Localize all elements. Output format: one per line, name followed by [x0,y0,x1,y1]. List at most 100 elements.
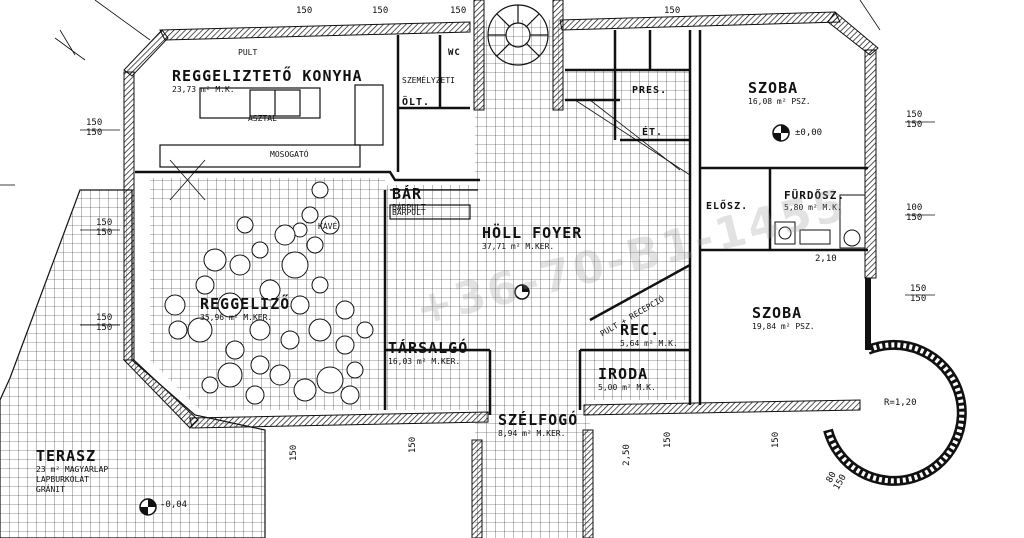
room-1-area: 16,08 m² PSZ. [748,97,811,106]
table-circle [281,251,309,279]
room-kitchen-area: 23,73 m² M.K. [172,85,235,94]
table-circle [236,216,254,234]
dim-bottom-3: 150 [663,432,673,448]
table-circle [306,236,324,254]
note-level: ±0,00 [795,128,823,138]
room-terrace-area: 23 m² MAGYARLAP [36,465,109,474]
room-2: SZOBA 19,84 m² PSZ. [752,305,815,331]
dim-bottom-1: 150 [408,437,418,453]
room-staff-name: SZEMÉLYZETI [402,76,455,85]
dim-bottom-5-value: 150 [289,444,300,462]
dim-left-3-value: 150 [96,313,113,323]
dim-top-3-value: 150 [296,6,313,16]
room-reception: REC. 5,64 m² M.K. [620,322,678,348]
exterior-walls [122,0,879,538]
room-office-area: 5,00 m² M.K. [598,383,656,392]
room-lobby: HÖLL FOYER 37,71 m² M.KER. [482,225,582,251]
table-circle [290,295,310,315]
table-circle [217,362,243,388]
dim-room-width: 2,10 [815,254,837,264]
room-bar-sub: BÁRPULT [392,203,426,212]
dim-top-4: 150 [664,6,680,16]
table-circle [320,215,340,235]
dim-room-width-value: 2,10 [815,254,837,264]
room-kitchen: REGGELIZTETŐ KONYHA 23,73 m² M.K. [172,68,363,94]
room-terrace-name: TERASZ [36,447,97,465]
bar-counter [389,189,478,220]
annotation-lines [0,0,935,326]
kitchen-counter [159,84,384,168]
room-wc: WC [448,42,461,58]
dim-top-1: 150 [372,6,388,16]
room-office: IRODA 5,00 m² M.K. [598,366,656,392]
table-circle [311,276,329,294]
table-circle [293,378,317,402]
room-terrace-material: LAPBURKOLAT [36,475,89,484]
room-lounge-name: TÁRSALGÓ [388,339,469,357]
room-terrace: TERASZ 23 m² MAGYARLAP LAPBURKOLAT GRÁNI… [36,448,108,494]
table-circle [259,279,281,301]
dim-top-2-value: 150 [450,6,467,16]
room-bathroom-area: 5,80 m² M.K. [784,203,842,212]
table-circle [356,321,374,339]
table-circle [316,366,344,394]
dim-top-1-value: 150 [372,6,389,16]
dim-right-1-value: 150 [906,110,923,120]
dim-right-2-value: 100 [906,203,923,213]
dim-left-2b-value: 150 [96,228,113,238]
dim-bottom-2-value: 2,50 [621,444,632,466]
room-windbreak: SZÉLFOGÓ 8,94 m² M.KER. [498,412,578,438]
room-storage: ÉT. [642,122,663,138]
room-wardrobe-name: ÖLT. [402,97,431,108]
room-lounge: TÁRSALGÓ 16,03 m² M.KER. [388,340,468,366]
room-lobby-area: 37,71 m² M.KER. [482,242,555,251]
dim-bottom-1-value: 150 [408,436,419,454]
table-circle [340,385,360,405]
table-circle [311,181,329,199]
room-staff: SZEMÉLYZETI [402,75,455,85]
room-kitchen-name: REGGELIZTETŐ KONYHA [172,67,363,85]
dim-right-3-value: 150 [910,284,927,294]
note-dishwash: MOSOGATÓ [270,150,309,159]
table-circle [164,294,186,316]
dim-left-1b-value: 150 [86,128,103,138]
table-circle [301,206,319,224]
room-windbreak-area: 8,94 m² M.KER. [498,429,566,438]
table-circle [249,319,271,341]
note-bar-counter: BÁRPULT [392,208,426,217]
room-wc-name: WC [448,48,461,58]
table-circle [346,361,364,379]
room-2-area: 19,84 m² PSZ. [752,322,815,331]
table-circle [251,241,269,259]
table-circle [187,317,213,343]
level-markers [139,124,790,516]
dim-right-2b-value: 150 [906,213,923,223]
room-terrace-extra: GRÁNIT [36,485,65,494]
dim-right-1b-value: 150 [906,120,923,130]
table-circle [308,318,332,342]
dim-bottom-4-value: 150 [771,431,782,449]
table-circle [245,385,265,405]
note-radius: R=1,20 [884,398,917,408]
room-bar-name: BÁR [392,185,423,203]
table-circle [250,355,270,375]
room-breakfast-name: REGGELIZŐ [200,295,291,313]
room-anteroom-name: ELŐSZ. [706,201,749,212]
dim-bottom-5: 150 [289,445,299,461]
room-wardrobe: ÖLT. [402,92,430,108]
table-circle [229,254,251,276]
table-circle [335,335,355,355]
table-circle [274,224,296,246]
round-bay [823,278,967,486]
dim-top-3: 150 [296,6,312,16]
dim-bottom-2: 2,50 [622,444,632,466]
room-storage-name: ÉT. [642,127,664,138]
room-anteroom: ELŐSZ. [706,196,748,212]
stair [487,4,549,66]
note-coffee: KÁVÉ [318,222,338,231]
